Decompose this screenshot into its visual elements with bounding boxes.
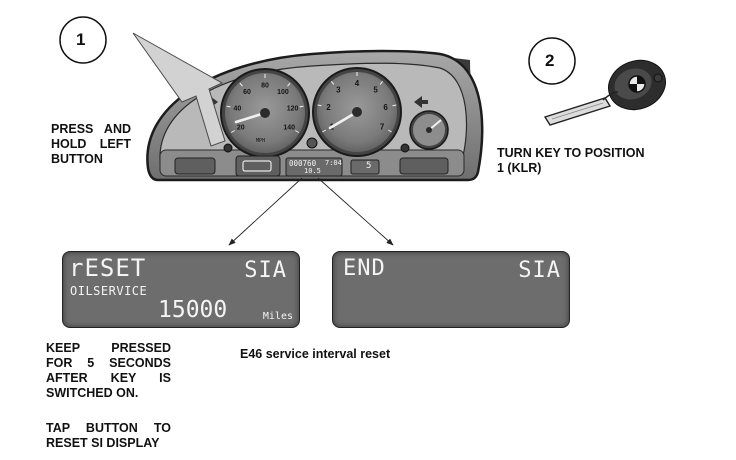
tachometer-tick [387,129,392,133]
step-1-circle [59,16,107,64]
tachometer-tick-label: 7 [380,122,385,131]
tachometer-tick [317,104,322,107]
cluster-clock: 7:04 [325,159,342,167]
step-2-number: 2 [545,51,555,70]
key-fob-icon [543,59,666,126]
tachometer-tick [392,104,397,107]
tachometer-tick-label: 4 [355,79,360,88]
reset-text: rESET [69,254,147,282]
cluster-odometer: 000760 [289,159,317,168]
step-2-line: 1 (KLR) [497,161,542,175]
cluster-si-value: 5 [366,161,372,171]
speedometer-tick-label: 40 [234,106,242,113]
speedometer-tick [295,130,300,133]
step-1-line: HOLD LEFT [51,137,131,151]
tachometer-tick [322,129,327,133]
arrow-to-reset-display [228,177,303,246]
tachometer-needle [328,110,359,130]
speedometer: 20 40 60 80 100 120 140 [220,68,310,158]
speedometer-tick [226,105,231,108]
end-text: END [343,256,386,281]
speedometer-tick [230,130,235,133]
tap-button-instructions: TAP BUTTON TO RESET SI DISPLAY [46,421,171,451]
speedometer-ticks: 20 40 60 80 100 120 140 [226,74,304,133]
service-miles-value: 15000 [158,297,228,323]
speedometer-tick-label: 60 [243,89,251,96]
tachometer-tick-label: 5 [373,86,378,95]
tachometer-tick [379,81,384,85]
speedometer-unit: MPH [256,138,266,144]
turn-signal-right-icon [414,96,428,108]
step-1-number: 1 [76,30,86,49]
oilservice-text: OILSERVICE [70,284,148,298]
instruction-line: SWITCHED ON. [46,386,139,400]
speedometer-tick [299,105,304,108]
tachometer-tick-label: 2 [326,103,331,112]
end-sia-display: END SIA [332,251,570,328]
step-1-line: PRESS AND [51,122,131,136]
speedometer-tick-label: 80 [261,82,269,89]
instruction-line: RESET SI DISPLAY [46,436,160,450]
step-2-circle [528,37,576,85]
cluster-trip: 10.5 [304,167,321,175]
instruction-line: TAP BUTTON TO [46,421,171,435]
instruction-line: AFTER KEY IS [46,371,171,385]
reset-sia-display: rESET SIA OILSERVICE 15000 Miles [62,251,300,328]
reset-sia-tag: SIA [244,258,287,283]
tachometer: 1234567 [312,67,402,157]
end-sia-tag: SIA [518,258,561,283]
speedometer-tick-label: 20 [237,124,245,131]
cluster-lcd [285,157,343,177]
speedometer-needle [234,111,267,124]
speedometer-tick [287,82,291,87]
speedometer-tick-label: 140 [283,124,295,131]
arrow-to-end-display [317,177,394,246]
caption: E46 service interval reset [240,347,391,361]
warning-lamps [174,137,449,177]
step-2-text: TURN KEY TO POSITION 1 (KLR) [497,146,644,176]
tachometer-tick-label: 6 [383,103,388,112]
keep-pressed-instructions: KEEP PRESSED FOR 5 SECONDS AFTER KEY IS … [46,341,171,401]
step-1-line: BUTTON [51,152,103,166]
speedometer-tick-label: 120 [287,106,299,113]
cluster-si-window [350,159,380,175]
step-2-line: TURN KEY TO POSITION [497,146,645,160]
step-1-text: PRESS AND HOLD LEFT BUTTON [51,122,131,167]
tachometer-tick-label: 3 [336,86,341,95]
pointer-arrow-icon [132,32,226,147]
tachometer-tick [330,81,335,85]
speedometer-tick [239,82,243,87]
instruction-line: FOR 5 SECONDS [46,356,171,370]
speedometer-tick-label: 100 [277,89,289,96]
miles-unit: Miles [262,311,293,322]
instruction-line: KEEP PRESSED [46,341,171,355]
fuel-gauge [409,110,449,150]
